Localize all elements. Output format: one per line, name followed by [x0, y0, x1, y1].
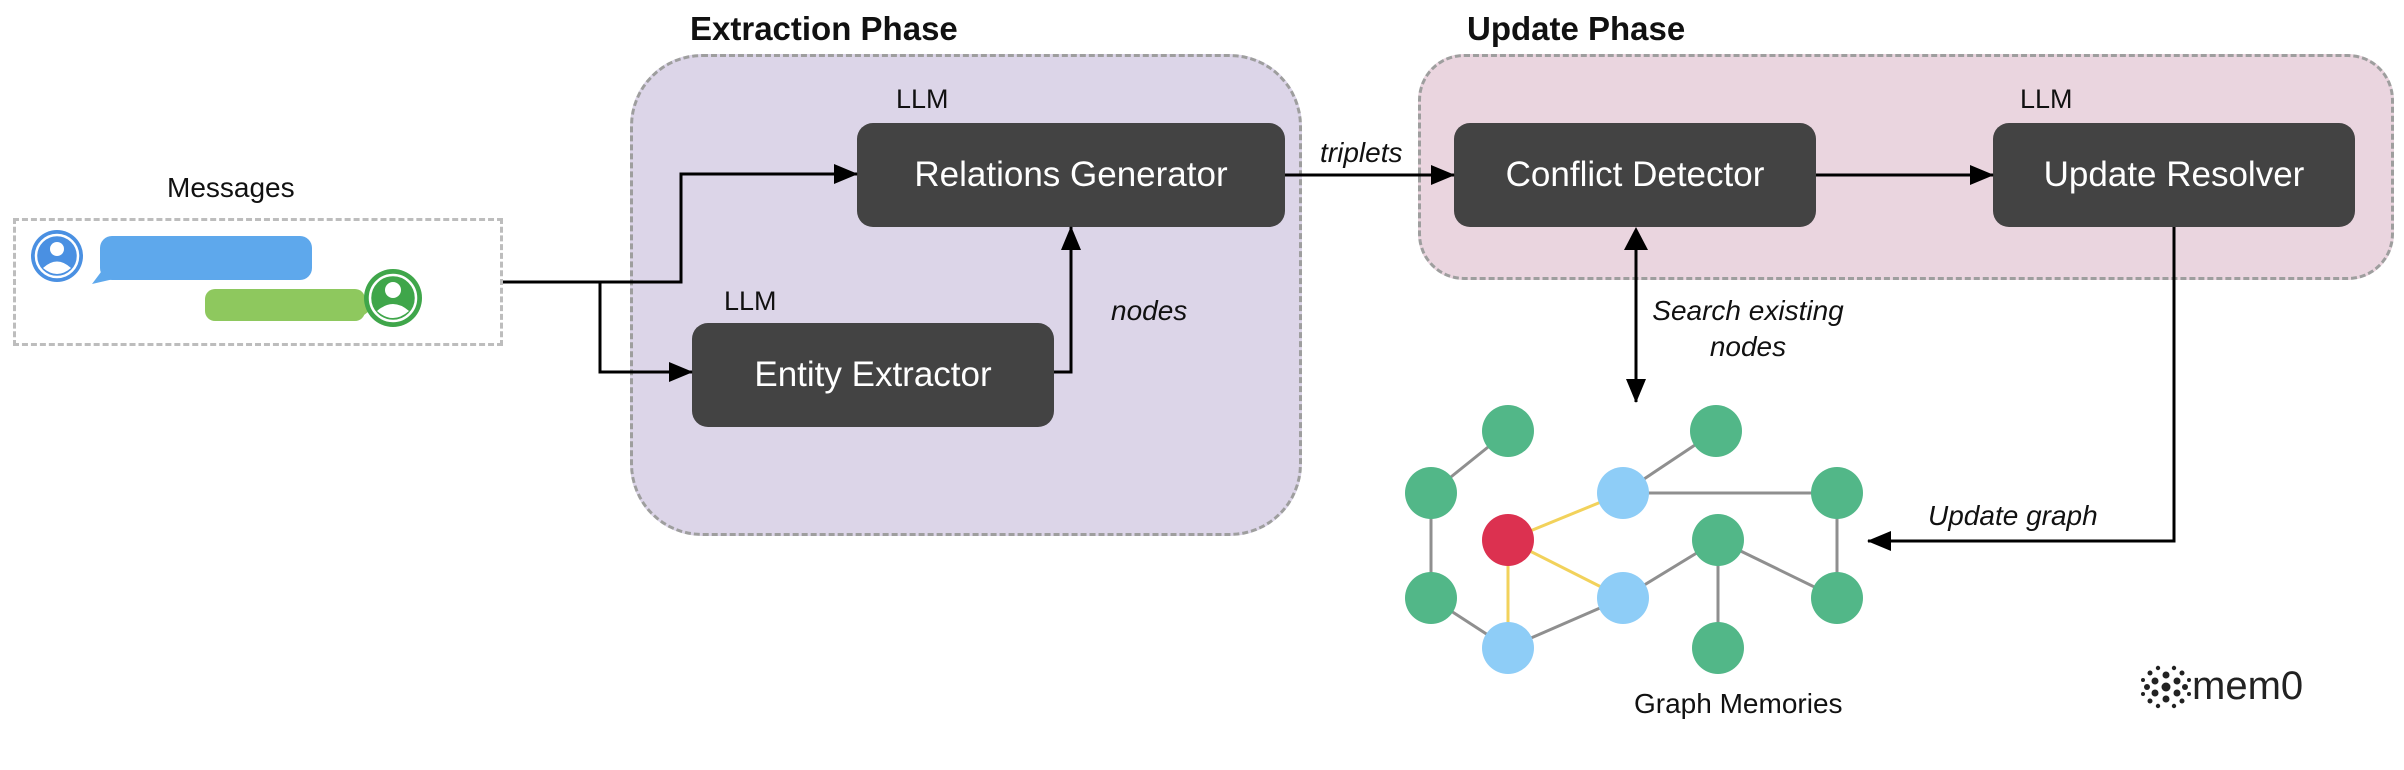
user-avatar-icon — [31, 230, 83, 282]
mem0-logo-icon — [2141, 665, 2191, 709]
arrowhead-up-search — [1624, 227, 1648, 250]
message-bubble-incoming — [100, 236, 312, 280]
extraction-phase-title: Extraction Phase — [690, 10, 958, 47]
graph-memories-caption: Graph Memories — [1634, 688, 1843, 719]
update-phase-title: Update Phase — [1467, 10, 1686, 47]
graph-nodes — [1405, 405, 1863, 674]
triplets-label: triplets — [1320, 137, 1403, 168]
brand-name: mem0 — [2192, 664, 2304, 708]
arrow-entity-to-relations — [1054, 226, 1081, 374]
assistant-avatar-icon — [364, 269, 422, 327]
search-existing-label-line1: Search existing — [1652, 295, 1844, 326]
arrow-messages-to-relations — [503, 164, 858, 284]
flow-arrows — [503, 164, 2176, 551]
update-resolver-box: Update Resolver — [1993, 123, 2355, 227]
arrow-messages-to-entity — [598, 282, 693, 382]
search-existing-label-line2: nodes — [1709, 331, 1787, 362]
entity-extractor-box: Entity Extractor — [692, 323, 1054, 427]
messages-label: Messages — [167, 172, 295, 203]
llm-tag-entity: LLM — [724, 286, 777, 316]
conflict-detector-box: Conflict Detector — [1454, 123, 1816, 227]
messages-box — [13, 218, 503, 346]
graph-edges-highlighted — [1506, 491, 1624, 648]
relations-generator-box: Relations Generator — [857, 123, 1285, 227]
nodes-label: nodes — [1111, 295, 1188, 326]
llm-tag-resolver: LLM — [2020, 84, 2073, 114]
message-bubble-outgoing — [205, 289, 365, 321]
messages-illustration — [31, 230, 422, 327]
arrow-resolver-to-graph — [1867, 227, 2176, 551]
llm-tag-relations: LLM — [896, 84, 949, 114]
graph-memories — [1405, 405, 1863, 674]
update-graph-label: Update graph — [1928, 500, 2098, 531]
